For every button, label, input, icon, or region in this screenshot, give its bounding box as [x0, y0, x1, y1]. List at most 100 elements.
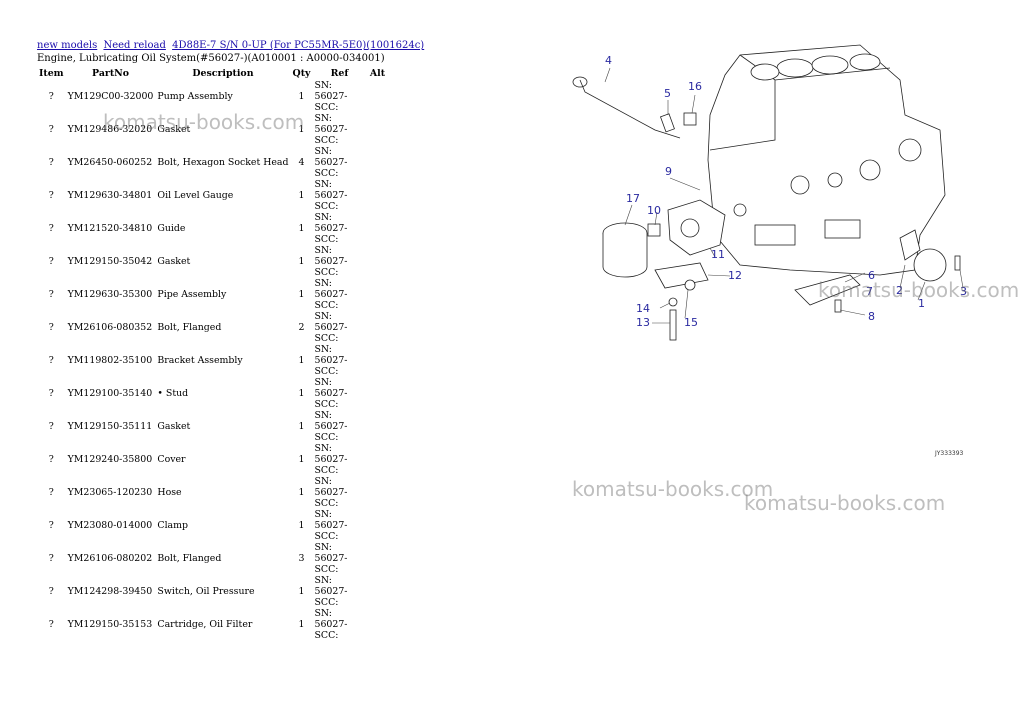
cell-ref: SN: 56027-SCC: [314, 179, 348, 212]
cell-partno: YM129150-35111 [67, 421, 153, 432]
cell-description: Clamp [157, 520, 189, 531]
cell-description: Guide [157, 223, 186, 234]
cell-ref: SN: 56027-SCC: [314, 146, 348, 179]
breadcrumb-link-need-reload[interactable]: Need reload [103, 40, 166, 51]
cell-qty: 1 [298, 256, 305, 267]
cell-ref: SN: 56027-SCC: [314, 377, 348, 410]
callout-14: 14 [636, 302, 650, 315]
parts-table: Item PartNo Description Qty Ref Alt ?YM1… [37, 66, 388, 642]
cell-description: Hose [157, 487, 182, 498]
cell-ref: SN: 56027-SCC: [314, 476, 348, 509]
cell-alt [366, 509, 388, 542]
watermark: komatsu-books.com [744, 491, 946, 515]
cell-qty: 4 [298, 157, 305, 168]
cell-description: Bolt, Hexagon Socket Head [157, 157, 289, 168]
cell-description: Bolt, Flanged [157, 553, 222, 564]
header-partno: PartNo [92, 67, 129, 79]
header-alt: Alt [369, 67, 386, 79]
cell-alt [366, 113, 388, 146]
callout-4: 4 [605, 54, 612, 67]
cell-partno: YM129150-35153 [67, 619, 153, 630]
cell-ref: SN: 56027-SCC: [314, 608, 348, 641]
cell-description: Bracket Assembly [157, 355, 243, 366]
cell-ref: SN: 56027-SCC: [314, 113, 348, 146]
cell-ref: SN: 56027-SCC: [314, 410, 348, 443]
cell-alt [366, 443, 388, 476]
cell-ref: SN: 56027-SCC: [314, 245, 348, 278]
callout-17: 17 [626, 192, 640, 205]
cell-item: ? [48, 223, 54, 234]
cell-item: ? [48, 157, 54, 168]
cell-item: ? [48, 520, 54, 531]
breadcrumb: new models Need reload 4D88E-7 S/N 0-UP … [37, 40, 427, 51]
cell-partno: YM129150-35042 [67, 256, 153, 267]
cell-partno: YM26450-060252 [67, 157, 153, 168]
cell-description: Pump Assembly [157, 91, 233, 102]
cell-description: Pipe Assembly [157, 289, 227, 300]
cell-description: Cartridge, Oil Filter [157, 619, 253, 630]
cell-item: ? [48, 289, 54, 300]
breadcrumb-link-new-models[interactable]: new models [37, 40, 98, 51]
cell-alt [366, 179, 388, 212]
cell-qty: 3 [298, 553, 305, 564]
cell-description: Gasket [157, 421, 191, 432]
table-row: ? YM129150-35153 Cartridge, Oil Filter 1 SN:… [37, 608, 388, 641]
cell-alt [366, 476, 388, 509]
header-item: Item [39, 67, 64, 79]
callout-10: 10 [647, 204, 661, 217]
cell-qty: 1 [298, 91, 305, 102]
drawing-id: JY333393 [934, 450, 964, 457]
cell-alt [366, 410, 388, 443]
callout-8: 8 [868, 310, 875, 323]
cell-qty: 1 [298, 454, 305, 465]
callout-5: 5 [664, 87, 671, 100]
component-drawings [572, 76, 961, 341]
callout-2: 2 [896, 284, 903, 297]
cell-qty: 1 [298, 388, 305, 399]
cell-description: Switch, Oil Pressure [157, 586, 255, 597]
cell-alt [366, 311, 388, 344]
breadcrumb-link-model[interactable]: 4D88E-7 S/N 0-UP (For PC55MR-5E0)(100162… [172, 40, 425, 51]
cell-partno: YM129C00-32000 [67, 91, 154, 102]
cell-qty: 1 [298, 619, 305, 630]
cell-partno: YM23065-120230 [67, 487, 153, 498]
cell-partno: YM129486-32020 [67, 124, 153, 135]
cell-ref: SN: 56027-SCC: [314, 509, 348, 542]
callout-6: 6 [868, 269, 875, 282]
cell-qty: 1 [298, 487, 305, 498]
cell-item: ? [48, 619, 54, 630]
cell-ref: SN: 56027-SCC: [314, 212, 348, 245]
cell-qty: 1 [298, 355, 305, 366]
cell-partno: YM26106-080202 [67, 553, 153, 564]
cell-qty: 1 [298, 520, 305, 531]
callout-1: 1 [918, 297, 925, 310]
cell-alt [366, 344, 388, 377]
cell-alt [366, 245, 388, 278]
cell-item: ? [48, 586, 54, 597]
cell-qty: 1 [298, 289, 305, 300]
cell-alt [366, 278, 388, 311]
cell-partno: YM23080-014000 [67, 520, 153, 531]
cell-ref: SN: 56027-SCC: [314, 311, 348, 344]
cell-item: ? [48, 322, 54, 333]
cell-description: Cover [157, 454, 186, 465]
cell-description: • Stud [157, 388, 189, 399]
callout-9: 9 [665, 165, 672, 178]
header-ref: Ref [330, 67, 349, 79]
cell-ref: SN: 56027-SCC: [314, 575, 348, 608]
callout-labels: 1 2 3 4 5 6 7 8 9 10 11 12 13 14 15 16 1… [605, 54, 967, 457]
cell-partno: YM129630-34801 [67, 190, 153, 201]
cell-ref: SN: 56027-SCC: [314, 443, 348, 476]
leader-lines [604, 67, 964, 324]
cell-qty: 2 [298, 322, 305, 333]
cell-alt [366, 608, 388, 641]
